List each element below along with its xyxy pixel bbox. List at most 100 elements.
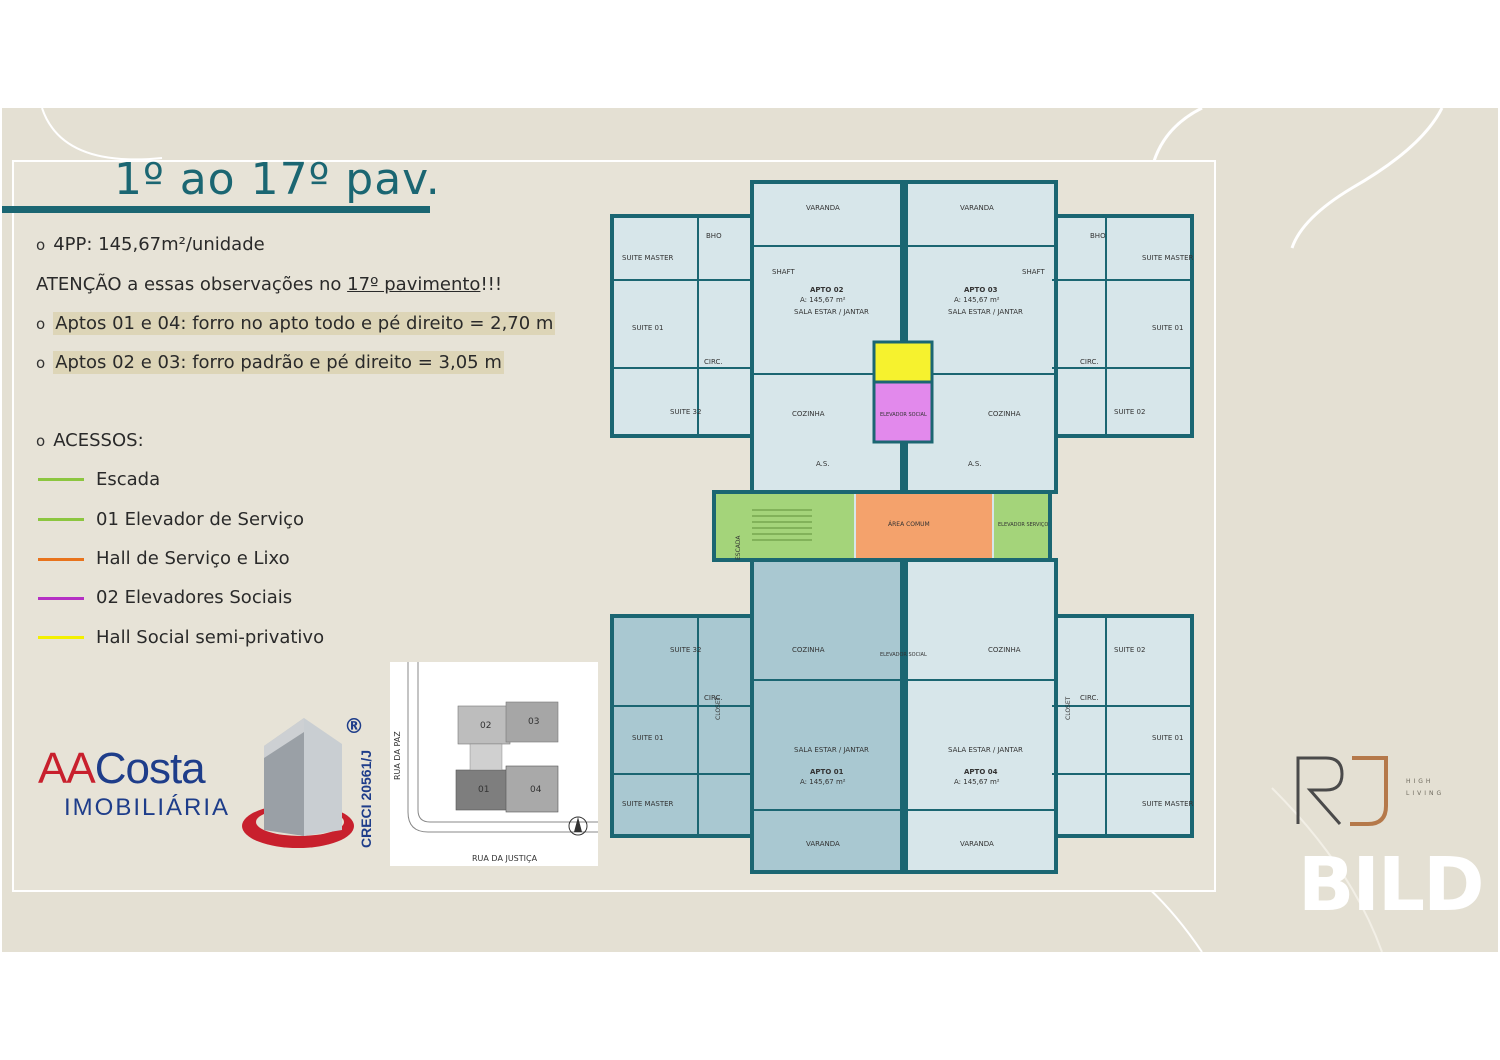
street-rua-da-justica: RUA DA JUSTIÇA — [472, 854, 538, 863]
room-bho-03: BHO — [1090, 232, 1106, 240]
room-sala-03: SALA ESTAR / JANTAR — [948, 308, 1023, 316]
room-suite-master-04: SUITE MASTER — [1142, 800, 1194, 808]
legend-label-hall-servico: Hall de Serviço e Lixo — [96, 548, 290, 569]
elevador-servico-area — [994, 494, 1048, 558]
creci-number: CRECI 20561/J — [358, 749, 374, 848]
note-1-line: o Aptos 01 e 04: forro no apto todo e pé … — [36, 312, 556, 335]
site-block-01: 01 — [478, 785, 489, 795]
legend-label-elevadores-sociais: 02 Elevadores Sociais — [96, 587, 293, 608]
slide-background: 1º ao 17º pav. o 4PP: 145,67m²/unidade AT… — [2, 108, 1498, 952]
apto-01-plan — [610, 558, 904, 874]
site-plan-drawing: 02 03 01 04 RUA DA PAZ RUA DA JUSTIÇA — [393, 662, 598, 863]
site-block-03: 03 — [528, 717, 539, 727]
bullet: o — [36, 315, 46, 333]
room-varanda-04: VARANDA — [960, 840, 994, 848]
room-suite-master-02: SUITE MASTER — [622, 254, 674, 262]
room-suite-01-04: SUITE 01 — [1152, 734, 1183, 742]
room-sala-04: SALA ESTAR / JANTAR — [948, 746, 1023, 754]
rj-tagline: HIGH LIVING — [1406, 776, 1444, 800]
room-varanda-02: VARANDA — [806, 204, 840, 212]
apto-01-name: APTO 01 — [810, 768, 844, 776]
room-sala-01: SALA ESTAR / JANTAR — [794, 746, 869, 754]
note-1-text: Aptos 01 e 04: forro no apto todo e pé d… — [53, 312, 556, 335]
legend-swatch-elevador-servico — [38, 518, 84, 521]
aacosta-wordmark: AACosta — [38, 744, 206, 794]
bullet: o — [36, 432, 46, 450]
label-escada: ESCADA — [735, 535, 742, 560]
note-2-line: o Aptos 02 e 03: forro padrão e pé direit… — [36, 351, 504, 374]
room-shaft-03: SHAFT — [1022, 268, 1045, 276]
page-title: 1º ao 17º pav. — [114, 154, 441, 205]
room-varanda-01: VARANDA — [806, 840, 840, 848]
legend-heading: o ACESSOS: — [36, 430, 144, 451]
room-bho-02: BHO — [706, 232, 722, 240]
site-plan: 02 03 01 04 RUA DA PAZ RUA DA JUSTIÇA — [390, 662, 598, 866]
room-as-02: A.S. — [816, 460, 830, 468]
registered-mark: ® — [344, 714, 364, 738]
bullet: o — [36, 354, 46, 372]
room-cozinha-04: COZINHA — [988, 646, 1021, 654]
room-cozinha-02: COZINHA — [792, 410, 825, 418]
hall-servico-area — [856, 494, 992, 558]
attention-line: ATENÇÃO a essas observações no 17º pavim… — [36, 274, 502, 295]
elevador-social-top — [872, 380, 934, 444]
apto-02-plan — [610, 180, 904, 494]
legend-swatch-escada — [38, 478, 84, 481]
apto-04-name: APTO 04 — [964, 768, 998, 776]
hall-social-top — [872, 340, 934, 384]
rj-tagline-high: HIGH — [1406, 778, 1434, 785]
unit-size-line: o 4PP: 145,67m²/unidade — [36, 234, 265, 255]
room-suite-master-03: SUITE MASTER — [1142, 254, 1194, 262]
legend-heading-text: ACESSOS: — [53, 430, 144, 451]
aacosta-building-logo — [242, 718, 354, 848]
legend-swatch-elevadores-sociais — [38, 597, 84, 600]
stair-steps — [752, 509, 812, 541]
room-suite-02-03: SUITE 02 — [1114, 408, 1145, 416]
room-sala-02: SALA ESTAR / JANTAR — [794, 308, 869, 316]
room-suite-master-01: SUITE MASTER — [622, 800, 674, 808]
attention-prefix: ATENÇÃO a essas observações no — [36, 274, 348, 295]
room-varanda-03: VARANDA — [960, 204, 994, 212]
room-suite-32-01: SUITE 32 — [670, 646, 701, 654]
site-block-02: 02 — [480, 721, 491, 731]
label-area-comum: ÁREA COMUM — [888, 521, 930, 528]
escada-area — [716, 494, 854, 558]
room-as-03: A.S. — [968, 460, 982, 468]
bullet: o — [36, 236, 46, 254]
room-suite-01-02: SUITE 01 — [632, 324, 663, 332]
note-2-text: Aptos 02 e 03: forro padrão e pé direito… — [53, 351, 504, 374]
room-circ-01: CIRC. — [704, 694, 723, 702]
site-block-04: 04 — [530, 785, 542, 795]
legend-label-elevador-servico: 01 Elevador de Serviço — [96, 509, 305, 530]
apto-03-plan — [904, 180, 1194, 494]
title-underline — [2, 206, 430, 213]
aacosta-wordmark-costa: Costa — [94, 744, 206, 793]
label-elevador-social-top: ELEVADOR SOCIAL — [880, 412, 927, 418]
room-suite-02-04: SUITE 02 — [1114, 646, 1145, 654]
room-circ-04: CIRC. — [1080, 694, 1099, 702]
apto-03-area: A: 145,67 m² — [954, 296, 1000, 304]
aacosta-subtitle: IMOBILIÁRIA — [64, 794, 231, 821]
room-suite-01-01: SUITE 01 — [632, 734, 663, 742]
label-elevador-social-bottom: ELEVADOR SOCIAL — [880, 652, 927, 658]
floor-plan: VARANDA VARANDA APTO 02 A: 145,67 m² APT… — [610, 180, 1194, 874]
unit-size-text: 4PP: 145,67m²/unidade — [53, 234, 265, 255]
room-circ-02: CIRC. — [704, 358, 723, 366]
attention-suffix: !!! — [480, 274, 503, 295]
apto-04-plan — [904, 558, 1194, 874]
attention-floor: 17º pavimento — [347, 274, 481, 295]
street-rua-da-paz: RUA DA PAZ — [393, 731, 402, 780]
apto-03-name: APTO 03 — [964, 286, 998, 294]
bild-logo: BILD — [1298, 842, 1485, 928]
apto-02-name: APTO 02 — [810, 286, 844, 294]
room-closet-04: CLOSET — [1065, 696, 1072, 720]
room-shaft-02: SHAFT — [772, 268, 795, 276]
room-suite-32-02: SUITE 32 — [670, 408, 701, 416]
apto-01-area: A: 145,67 m² — [800, 778, 846, 786]
rj-tagline-living: LIVING — [1406, 790, 1445, 797]
label-elevador-servico: ELEVADOR SERVIÇO — [998, 522, 1048, 528]
room-suite-01-03: SUITE 01 — [1152, 324, 1183, 332]
aacosta-wordmark-aa: AA — [38, 744, 96, 793]
apto-04-area: A: 145,67 m² — [954, 778, 1000, 786]
legend-swatch-hall-servico — [38, 558, 84, 561]
